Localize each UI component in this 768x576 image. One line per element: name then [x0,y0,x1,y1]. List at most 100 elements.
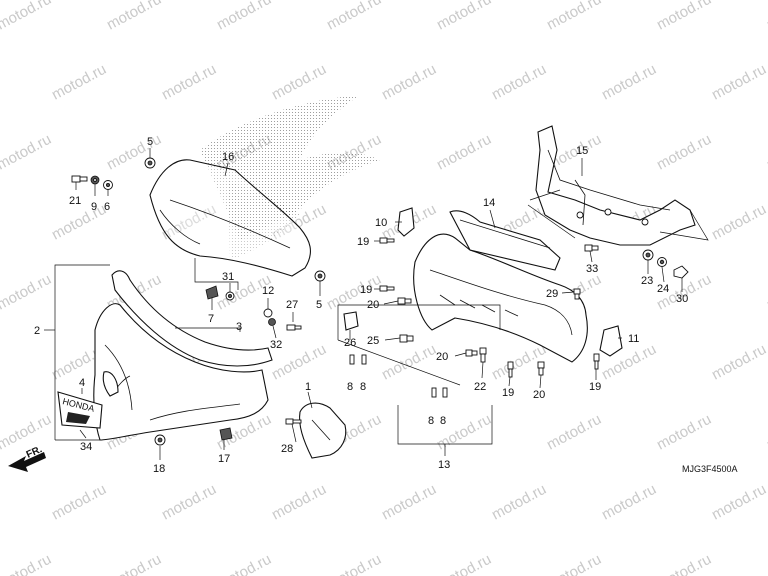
part-label-5a: 5 [147,136,153,148]
part-label-18: 18 [153,463,165,475]
watermark-text: motod.ru [324,0,384,34]
part-label-20c: 20 [533,389,545,401]
part-label-19c: 19 [502,387,514,399]
watermark-text: motod.ru [654,131,714,174]
watermark-text: motod.ru [214,551,274,576]
watermark-text: motod.ru [544,551,604,576]
part-label-12: 12 [262,285,274,297]
part-label-30: 30 [676,293,688,305]
part-label-24: 24 [657,283,669,295]
watermark-text: motod.ru [764,411,768,454]
watermark-text: motod.ru [654,0,714,34]
part-label-9: 9 [91,201,97,213]
watermark-text: motod.ru [434,131,494,174]
part-label-8c: 8 [428,415,434,427]
front-direction-arrow: FR. [8,444,46,472]
watermark-text: motod.ru [379,481,439,524]
part-label-32: 32 [270,339,282,351]
watermark-text: motod.ru [764,271,768,314]
watermark-text: motod.ru [104,131,164,174]
part-label-25: 25 [367,335,379,347]
watermark-text: motod.ru [269,61,329,104]
part-label-33: 33 [586,263,598,275]
part-label-15: 15 [576,145,588,157]
inner-fairing [413,210,588,363]
part-label-20a: 20 [367,299,379,311]
part-label-6: 6 [104,201,110,213]
watermark-text: motod.ru [379,61,439,104]
watermark-text: motod.ru [104,0,164,34]
watermark-text: motod.ru [599,61,659,104]
diagram-reference-code: MJG3F4500A [682,464,738,474]
part-label-13: 13 [438,459,450,471]
part-label-23: 23 [641,275,653,287]
watermark-text: motod.ru [654,411,714,454]
watermark-text: motod.ru [104,551,164,576]
part-label-11: 11 [628,333,639,345]
watermark-text: motod.ru [159,481,219,524]
watermark-text: motod.ru [544,411,604,454]
watermark-text: motod.ru [544,0,604,34]
part-label-28: 28 [281,443,293,455]
hardware [71,157,689,446]
watermark-text: motod.ru [599,481,659,524]
watermark-text: motod.ru [764,131,768,174]
part-label-8a: 8 [347,381,353,393]
windscreen [149,159,311,277]
watermark-text: motod.ru [434,0,494,34]
part-label-22: 22 [474,381,486,393]
part-label-2: 2 [34,325,40,337]
part-label-1: 1 [305,381,311,393]
windscreen-shadow [200,95,380,260]
part-label-19b: 19 [360,284,372,296]
front-cowl [93,270,273,441]
watermark-text: motod.ru [709,61,768,104]
part-label-19a: 19 [357,236,369,248]
part-label-5b: 5 [316,299,322,311]
watermark-text: motod.ru [764,0,768,34]
part-label-29: 29 [546,288,558,300]
watermark-text: motod.ru [709,481,768,524]
part-label-27: 27 [286,299,298,311]
part-label-16: 16 [222,151,234,163]
cowl-stay [535,125,696,246]
watermark-text: motod.ru [49,481,109,524]
part-label-7: 7 [208,313,214,325]
part-label-3: 3 [236,321,242,333]
leader-lines [44,148,709,460]
watermark-text: motod.ru [489,481,549,524]
watermark-text: motod.ru [0,551,54,576]
part-label-17: 17 [218,453,230,465]
honda-decal: HONDA [57,391,103,429]
part-label-20b: 20 [436,351,448,363]
part-label-19d: 19 [589,381,601,393]
part-label-8b: 8 [360,381,366,393]
watermark-text: motod.ru [49,201,109,244]
watermark-text: motod.ru [269,481,329,524]
side-panel [299,402,347,459]
watermark-text: motod.ru [654,551,714,576]
watermark-text: motod.ru [49,61,109,104]
part-label-34: 34 [80,441,92,453]
watermark-text: motod.ru [324,551,384,576]
watermark-text: motod.ru [489,61,549,104]
watermark-text: motod.ru [379,341,439,384]
watermark-text: motod.ru [214,0,274,34]
watermark-text: motod.ru [0,0,54,34]
part-label-21: 21 [69,195,81,207]
watermark-text: motod.ru [0,131,54,174]
part-label-31: 31 [222,271,234,283]
part-label-14: 14 [483,197,495,209]
part-number-labels: 1 2 3 4 5 5 6 7 8 8 8 8 9 10 11 12 13 14… [34,136,688,475]
part-label-26: 26 [344,337,356,349]
watermark-text: motod.ru [709,341,768,384]
small-brackets [343,207,623,357]
watermark-text: motod.ru [764,551,768,576]
watermark-text: motod.ru [0,271,54,314]
watermark-text: motod.ru [0,411,54,454]
watermark-text: motod.ru [709,201,768,244]
part-label-4: 4 [79,377,85,389]
part-label-8d: 8 [440,415,446,427]
watermark-text: motod.ru [434,551,494,576]
